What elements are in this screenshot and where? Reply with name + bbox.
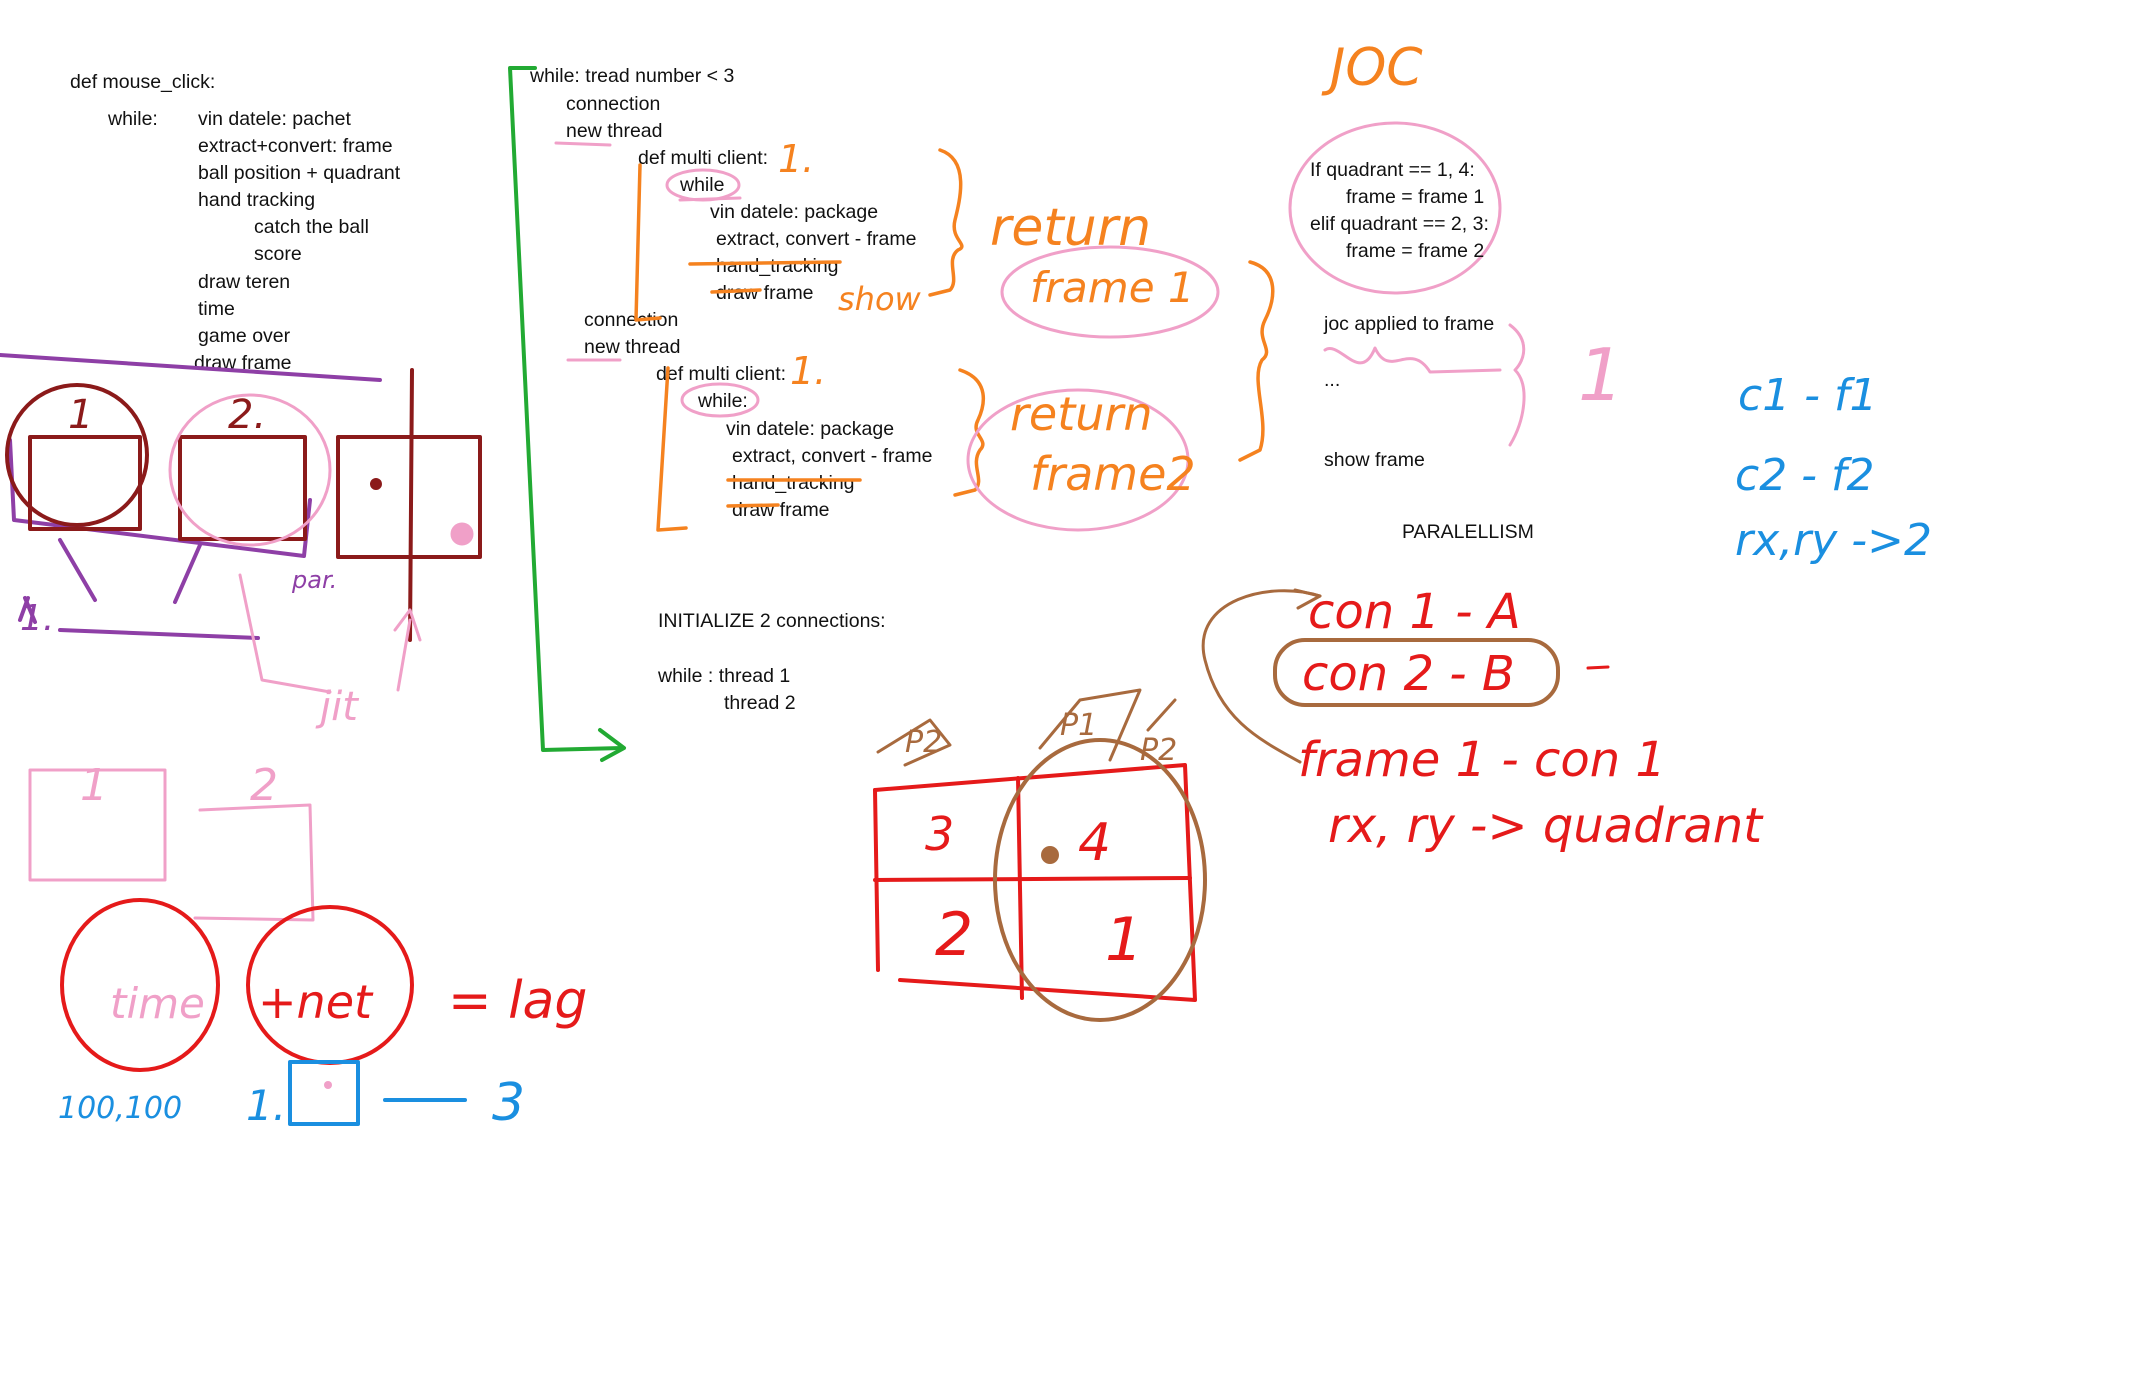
mouse-click-code: def mouse_click: while: vin datele: pach… (70, 71, 401, 374)
hand-tracking-2: hand_tracking (732, 472, 855, 494)
maroon-boxes (5, 368, 482, 642)
brown-connector (1201, 589, 1322, 764)
blue-box (288, 1060, 467, 1126)
hand-tracking: hand_tracking (716, 255, 839, 277)
quadrant-3-label: 3 (925, 807, 954, 861)
if-quadrant: If quadrant == 1, 4: (1310, 159, 1475, 181)
player-circle (993, 738, 1207, 1022)
blue-box-dot (324, 1081, 332, 1089)
rxry-quadrant-label: rx, ry -> quadrant (1328, 798, 1764, 854)
new-thread-text: new thread (566, 120, 662, 142)
draw-frame-2: draw frame (732, 499, 830, 521)
parallelism-title: PARALELLISM (1402, 521, 1534, 543)
frame2-label: frame2 (1030, 447, 1196, 501)
player-left-label: P2 (905, 725, 942, 760)
frame-equals-2: frame = frame 2 (1346, 240, 1484, 262)
box-two-label: 2. (228, 392, 266, 438)
net-label: +net (258, 975, 374, 1029)
blue-three-label: 3 (492, 1073, 525, 1133)
frame1-label: frame 1 (1030, 263, 1195, 312)
pink-two-label: 2 (250, 760, 278, 811)
thread-code: while: tread number < 3 connection new t… (529, 65, 932, 714)
joc-applied: joc applied to frame (1323, 313, 1494, 335)
while-thread1: while : thread 1 (657, 665, 790, 687)
extract-convert: extract, convert - frame (716, 228, 916, 250)
lag-label: = lag (448, 971, 587, 1031)
brown-arrowhead (1293, 588, 1322, 610)
coords-label: 100,100 (58, 1091, 182, 1126)
ellipsis: ... (1324, 369, 1340, 391)
code-line: hand tracking (198, 189, 315, 211)
pink-code-marks (554, 141, 760, 418)
connection-text: connection (566, 93, 660, 115)
thread2: thread 2 (724, 692, 796, 714)
par-label: par. (291, 566, 337, 594)
quadrant-1-label: 1 (1105, 905, 1143, 975)
jit-label: jit (315, 684, 359, 730)
code-line: extract+convert: frame (198, 135, 393, 157)
one-label-a: 1. (778, 137, 814, 181)
rxry-blue-label: rx,ry ->2 (1735, 515, 1932, 566)
show-frame: show frame (1324, 449, 1425, 471)
c1-f1-label: c1 - f1 (1738, 370, 1878, 421)
box-one-label: 1 (68, 392, 93, 438)
ball-dot (1041, 846, 1059, 864)
pink-frame-scribble (1323, 323, 1526, 447)
quadrant-grid (873, 763, 1197, 1002)
pink-one-label: 1 (80, 760, 108, 811)
extract-convert-2: extract, convert - frame (732, 445, 932, 467)
def-mouse-click: def mouse_click: (70, 71, 215, 93)
return2-circle (966, 388, 1190, 532)
pink-annotations (168, 393, 474, 694)
player-right-label: P2 (1140, 733, 1177, 768)
quadrant-4-label: 4 (1078, 813, 1111, 873)
quadrant-2-label: 2 (935, 900, 973, 970)
purple-annotations (0, 353, 382, 640)
while-inner: while (679, 174, 724, 196)
player-heads (876, 688, 1177, 767)
big-one-label: 1 (1578, 333, 1624, 417)
def-multi-client: def multi client: (638, 147, 768, 169)
con2-box (1273, 638, 1560, 707)
return-label-2: return (1010, 387, 1152, 441)
left-one-label: 1. (20, 598, 54, 639)
new-thread-text-2: new thread (584, 336, 680, 358)
show-label: show (838, 280, 922, 318)
elif-quadrant: elif quadrant == 2, 3: (1310, 213, 1489, 235)
pink-boxes (28, 768, 315, 922)
orange-marks (634, 148, 1275, 532)
code-line: draw teren (198, 271, 290, 293)
frame-con-label: frame 1 - con 1 (1298, 732, 1666, 788)
while-keyword: while: (107, 108, 158, 130)
quadrant-logic-circle (1288, 121, 1502, 295)
code-line: ball position + quadrant (198, 162, 401, 184)
con2-b-label: con 2 - B (1302, 646, 1515, 702)
code-line: time (198, 298, 235, 320)
time-label: time (110, 979, 205, 1028)
blue-one-label: 1. (246, 1081, 286, 1130)
connection-text-2: connection (584, 309, 678, 331)
quadrant-logic-code: If quadrant == 1, 4: frame = frame 1 eli… (1310, 159, 1534, 543)
initialize-connections: INITIALIZE 2 connections: (658, 610, 886, 632)
draw-frame: draw frame (716, 282, 814, 304)
frame-equals-1: frame = frame 1 (1346, 186, 1484, 208)
vin-datele-2: vin datele: package (726, 418, 894, 440)
joc-title: JOC (1321, 38, 1423, 98)
vin-datele: vin datele: package (710, 201, 878, 223)
frame1-circle (1000, 245, 1220, 339)
code-line-nested: score (254, 243, 302, 265)
def-multi-client-2: def multi client: (656, 363, 786, 385)
while-inner-2: while: (697, 390, 748, 412)
red-dash (1586, 665, 1610, 670)
one-label-b: 1. (790, 349, 826, 393)
code-line: vin datele: pachet (198, 108, 351, 130)
player-mid-label: P1 (1060, 708, 1097, 743)
con1-a-label: con 1 - A (1308, 584, 1521, 640)
code-line: game over (198, 325, 291, 347)
code-line-nested: catch the ball (254, 216, 369, 238)
while-thread-count: while: tread number < 3 (529, 65, 734, 87)
green-bracket (508, 66, 626, 762)
c2-f2-label: c2 - f2 (1735, 450, 1875, 501)
